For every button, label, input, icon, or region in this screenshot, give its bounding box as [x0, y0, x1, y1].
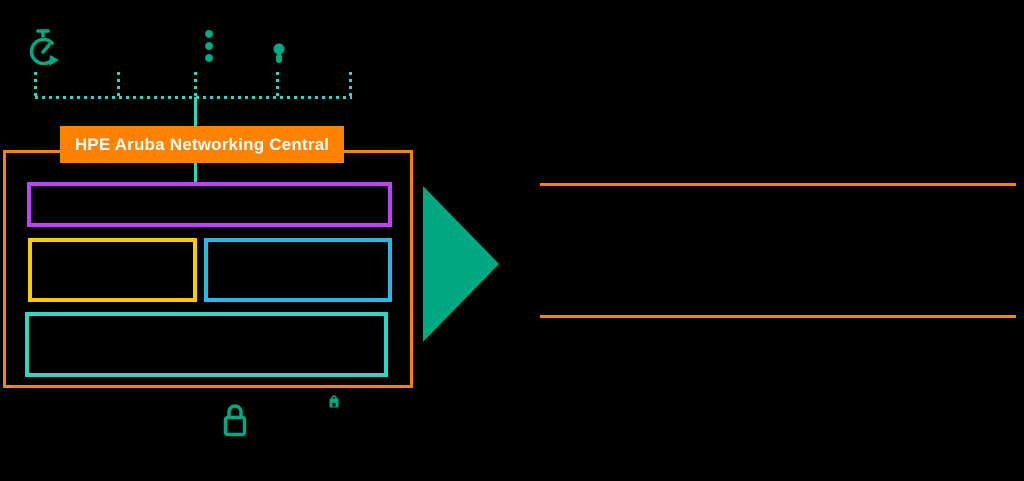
module-box-blue	[204, 238, 392, 302]
lock-icon	[223, 404, 247, 437]
bracket-tick	[349, 72, 352, 97]
person-icon	[273, 43, 285, 63]
bracket-tick	[34, 72, 37, 97]
module-box-yellow	[28, 238, 197, 302]
flow-arrow-icon	[423, 186, 499, 342]
stopwatch-icon	[29, 29, 59, 66]
divider-line-top	[540, 183, 1016, 186]
divider-line-bottom	[540, 315, 1016, 318]
ellipsis-vertical-icon	[205, 30, 213, 62]
module-box-purple	[27, 182, 392, 227]
bracket-tick	[194, 72, 197, 97]
bracket-horizontal-line	[35, 96, 352, 99]
bracket-tick	[117, 72, 120, 97]
mini-lock-icon	[329, 395, 339, 408]
bracket-tick	[276, 72, 279, 97]
central-label: HPE Aruba Networking Central	[60, 126, 344, 163]
module-box-teal	[25, 312, 388, 377]
